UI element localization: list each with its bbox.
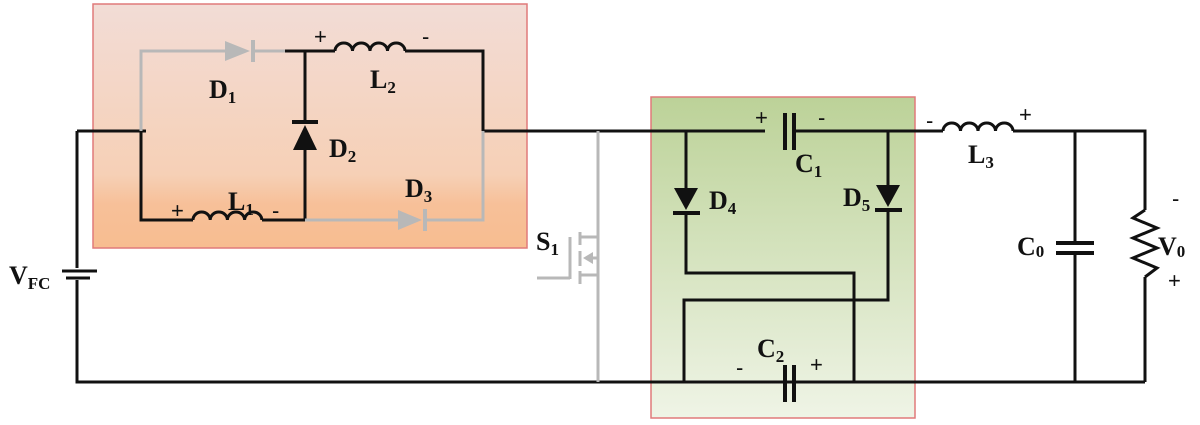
label-l2: L2 [370,65,396,97]
inductor-l2 [333,41,407,52]
c1-minus: - [818,105,825,130]
wires [75,49,1147,384]
l1-minus: - [272,198,279,223]
label-d5: D5 [843,183,870,215]
label-l1: L1 [228,187,254,219]
l2-minus: - [422,24,429,49]
label-d2: D2 [329,134,356,166]
capacitor-c1 [783,113,796,150]
multiplier-stage-highlight [650,96,916,419]
l3-minus: - [926,108,933,133]
resistor-load [1129,208,1161,279]
l2-plus: + [314,24,327,49]
c1-plus: + [755,105,768,130]
input-stage-highlight [92,3,528,249]
label-vfc: VFC [9,261,50,293]
diode-d2 [293,125,317,150]
v0-plus: + [1168,268,1181,293]
battery-vfc [62,269,97,280]
v0-minus: - [1172,186,1179,211]
switch-arrow [583,252,593,264]
c2-minus: - [736,355,743,380]
diode-d1 [225,41,250,61]
capacitor-c0 [1056,241,1094,255]
label-d3: D3 [405,174,432,206]
label-d4: D4 [709,186,737,218]
label-d1: D1 [209,75,236,107]
diode-d4 [674,188,698,210]
label-v0: V0 [1158,232,1185,261]
label-c2: C2 [757,334,784,366]
diode-d5 [876,185,900,207]
diode-d3 [398,210,422,230]
l3-plus: + [1019,102,1032,127]
label-c1: C1 [795,149,822,181]
label-s1: S1 [536,227,559,259]
inductor-l3 [941,121,1015,132]
l1-plus: + [171,198,184,223]
inductor-l1 [191,210,264,221]
label-c0: C0 [1017,232,1044,261]
c2-plus: + [810,352,823,377]
label-l3: L3 [968,140,994,172]
